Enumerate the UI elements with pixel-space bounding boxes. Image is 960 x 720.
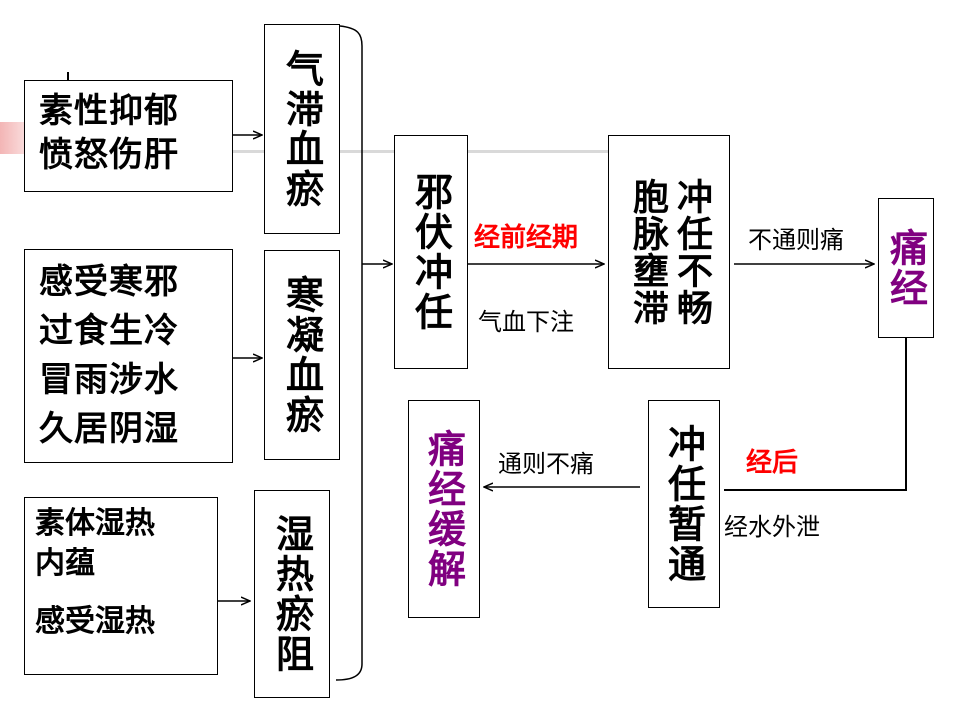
flow-evil-lodged-text: 邪伏冲任 bbox=[408, 172, 453, 332]
label-qi-blood-down: 气血下注 bbox=[478, 308, 574, 336]
mechanism-damp-heat-text: 湿热瘀阻 bbox=[269, 514, 314, 674]
flow-chong-ren-open-text: 冲任暂通 bbox=[661, 424, 706, 584]
flow-relief: 痛经缓解 bbox=[408, 400, 480, 618]
label-no-flow-pain: 不通则痛 bbox=[748, 226, 844, 254]
mechanism-cold-coagulation: 寒凝血瘀 bbox=[264, 250, 340, 460]
mechanism-qi-stagnation-text: 气滞血瘀 bbox=[279, 49, 324, 209]
label-menstrual-period: 经前经期 bbox=[474, 223, 579, 253]
mechanism-qi-stagnation: 气滞血瘀 bbox=[264, 24, 340, 234]
cause-damp-heat-text1: 素体湿热 内蕴 bbox=[35, 506, 155, 581]
slide-accent-line bbox=[30, 150, 720, 153]
flow-chong-ren-block-text: 冲任不畅 胞脉壅滞 bbox=[627, 178, 712, 326]
flow-relief-text: 痛经缓解 bbox=[421, 429, 466, 589]
flow-dysmenorrhea-text: 痛经 bbox=[883, 228, 928, 308]
cause-emotion-text: 素性抑郁 愤怒伤肝 bbox=[39, 91, 179, 175]
label-after-period: 经后 bbox=[746, 448, 799, 478]
cause-box-damp-heat: 素体湿热 内蕴 感受湿热 bbox=[24, 497, 218, 675]
label-flow-no-pain: 通则不痛 bbox=[498, 450, 594, 478]
mechanism-cold-coagulation-text: 寒凝血瘀 bbox=[279, 275, 324, 435]
cause-damp-heat-text2: 感受湿热 bbox=[35, 604, 155, 639]
cause-box-cold: 感受寒邪 过食生冷 冒雨涉水 久居阴湿 bbox=[24, 249, 233, 463]
flow-evil-lodged: 邪伏冲任 bbox=[394, 135, 468, 369]
flow-chong-ren-open: 冲任暂通 bbox=[648, 400, 720, 608]
flow-chong-ren-block: 冲任不畅 胞脉壅滞 bbox=[608, 135, 730, 369]
cause-box-emotion: 素性抑郁 愤怒伤肝 bbox=[24, 80, 233, 192]
mechanism-damp-heat: 湿热瘀阻 bbox=[254, 490, 330, 698]
flow-dysmenorrhea: 痛经 bbox=[878, 198, 934, 338]
cause-cold-text: 感受寒邪 过食生冷 冒雨涉水 久居阴湿 bbox=[39, 262, 179, 449]
label-blood-drain: 经水外泄 bbox=[724, 513, 820, 541]
